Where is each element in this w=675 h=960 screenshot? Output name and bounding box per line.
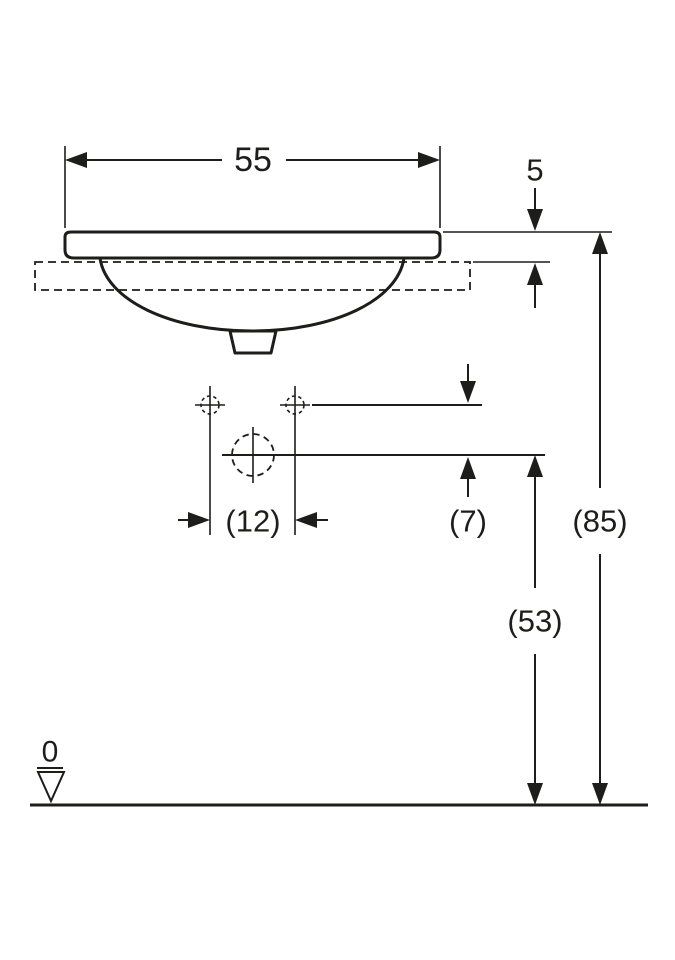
dim-label-total-height: (85): [572, 504, 627, 539]
floor-and-datum: 0: [30, 736, 648, 807]
dim-label-tap-to-outlet: (7): [449, 504, 487, 539]
dim-label-outlet-height: (53): [507, 604, 562, 639]
dim-label-width: 55: [234, 141, 272, 179]
arrow-down-icon: [460, 381, 476, 403]
basin-bowl: [98, 257, 406, 333]
dim-rim-height-5: 5: [443, 153, 612, 308]
washbasin-front-view: [63, 230, 442, 355]
arrow-right-icon: [418, 152, 440, 168]
dim-label-rim: 5: [526, 153, 543, 188]
dim-tap-spacing-12: (12): [178, 386, 328, 539]
tap-hole-center-marks: [195, 395, 310, 415]
arrow-down-icon: [527, 209, 543, 231]
dim-total-height-85: (85): [572, 232, 628, 805]
datum-triangle-icon: [36, 771, 66, 804]
dim-tap-to-outlet-7: (7): [222, 364, 545, 539]
arrow-up-icon: [460, 457, 476, 479]
dim-label-tap-spacing: (12): [225, 504, 280, 539]
basin-rim: [63, 230, 442, 260]
arrow-left-icon: [65, 152, 87, 168]
dim-width-55: 55: [64, 141, 441, 228]
basin-drain: [228, 329, 278, 355]
dim-outlet-height-53: (53): [507, 455, 563, 805]
countertop-dashed-outline: [34, 261, 471, 291]
datum-zero-label: 0: [42, 736, 59, 769]
arrow-up-icon: [527, 263, 543, 285]
arrow-up-icon: [527, 455, 543, 477]
arrow-up-icon: [592, 232, 608, 254]
arrow-right-icon: [188, 512, 210, 528]
arrow-down-icon: [527, 783, 543, 805]
arrow-left-icon: [295, 512, 317, 528]
arrow-down-icon: [592, 783, 608, 805]
countertop-rect: [34, 261, 471, 291]
